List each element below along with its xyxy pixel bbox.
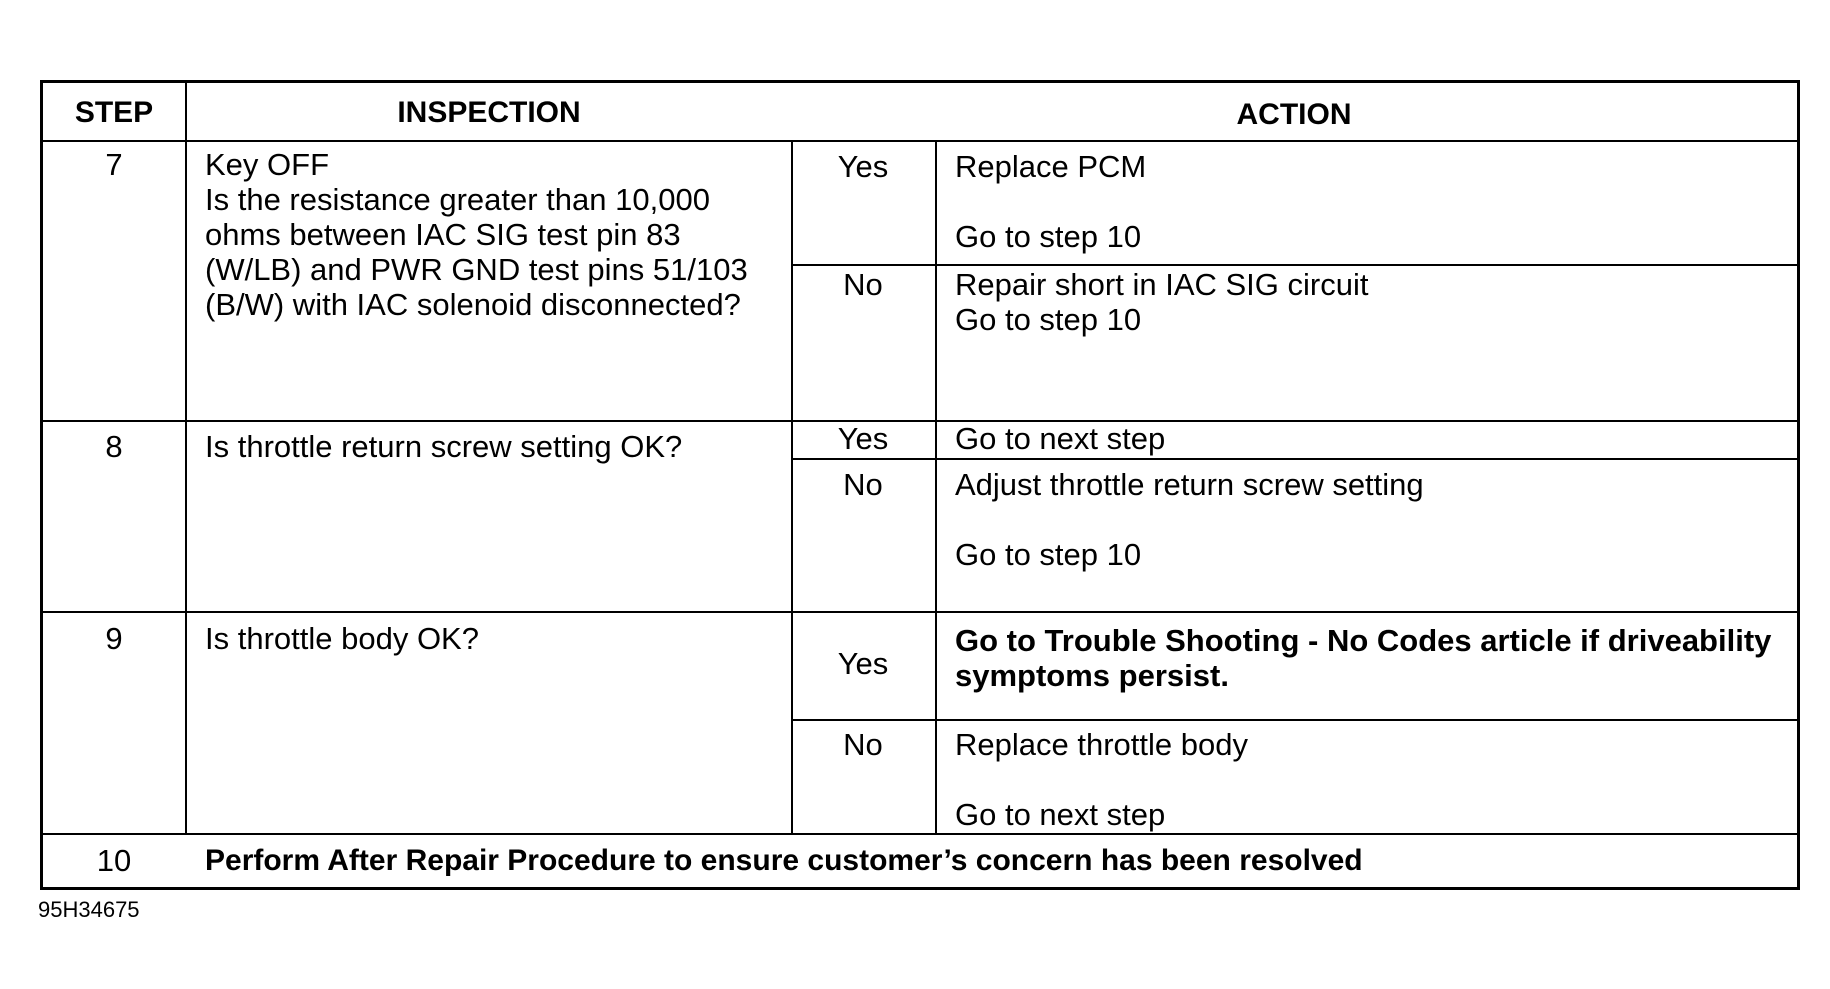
inspection-step-8: Is throttle return screw setting OK?	[205, 429, 683, 464]
divider-row7	[43, 420, 1797, 422]
figure-reference: 95H34675	[38, 897, 140, 922]
no-label-step-9: No	[843, 727, 883, 762]
divider-row8-yesno	[791, 458, 1797, 460]
no-action-step-9-line2: Go to next step	[955, 797, 1166, 832]
no-action-step-7-line2: Go to step 10	[955, 302, 1142, 337]
inspection-step-9: Is throttle body OK?	[205, 621, 479, 656]
yes-action-step-7-line2: Go to step 10	[955, 219, 1142, 254]
step-10: 10	[96, 843, 132, 878]
step-7: 7	[105, 147, 123, 182]
divider-step-col	[185, 83, 187, 833]
divider-header	[43, 140, 1797, 142]
header-step: STEP	[74, 96, 154, 129]
yes-action-step-7-line1: Replace PCM	[955, 149, 1147, 184]
no-label-step-7: No	[843, 267, 883, 302]
diagnostic-table: STEP INSPECTION ACTION 7 Key OFF Is the …	[40, 80, 1800, 890]
yes-label-step-9: Yes	[837, 646, 889, 681]
no-label-step-8: No	[843, 467, 883, 502]
divider-row7-yesno	[791, 264, 1797, 266]
step-8: 8	[105, 429, 123, 464]
final-step-text: Perform After Repair Procedure to ensure…	[205, 844, 1363, 877]
header-inspection: INSPECTION	[397, 96, 581, 129]
yes-label-step-8: Yes	[837, 421, 889, 456]
header-action: ACTION	[1236, 98, 1352, 131]
divider-row9-yesno	[791, 719, 1797, 721]
divider-row9	[43, 833, 1797, 835]
no-action-step-9-line1: Replace throttle body	[955, 727, 1248, 762]
divider-row8	[43, 611, 1797, 613]
inspection-step-7: Key OFF Is the resistance greater than 1…	[205, 147, 748, 322]
divider-inspection-col	[791, 140, 793, 833]
yes-label-step-7: Yes	[837, 149, 889, 184]
yes-action-step-8: Go to next step	[955, 421, 1166, 456]
step-9: 9	[105, 621, 123, 656]
yes-action-step-9: Go to Trouble Shooting - No Codes articl…	[955, 623, 1772, 693]
no-action-step-8-line2: Go to step 10	[955, 537, 1142, 572]
divider-yesno-col	[935, 140, 937, 833]
no-action-step-7-line1: Repair short in IAC SIG circuit	[955, 267, 1369, 302]
no-action-step-8-line1: Adjust throttle return screw setting	[955, 467, 1424, 502]
